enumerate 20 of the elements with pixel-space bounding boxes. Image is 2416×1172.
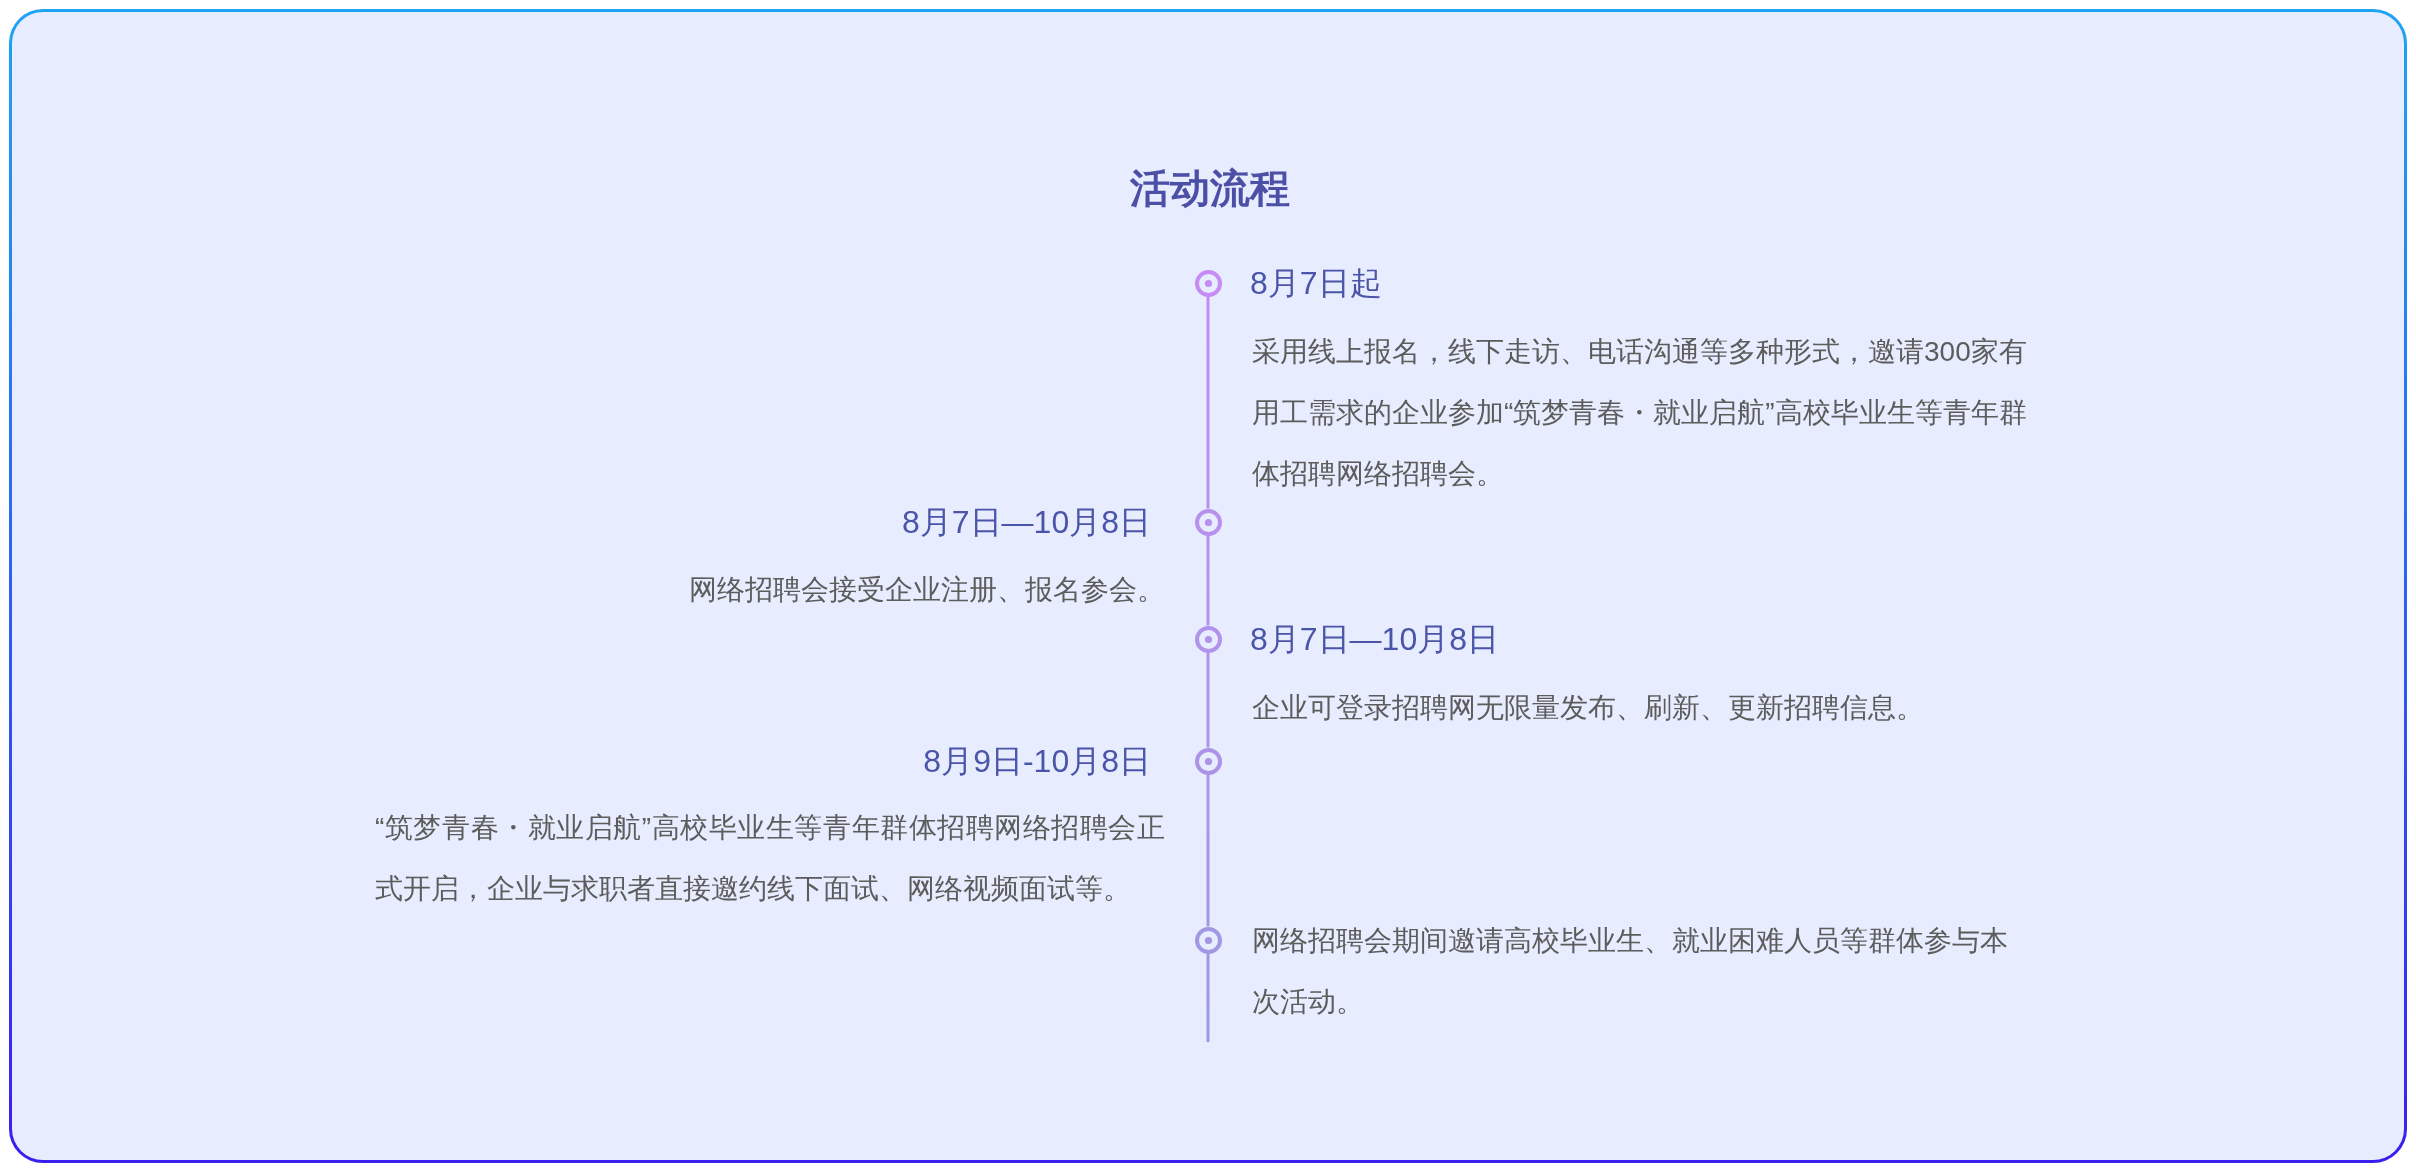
description-text: “筑梦青春・就业启航”高校毕业生等青年群体招聘网络招聘会正式开启，企业与求职者直接邀约线下面试、网络视频面试等。	[375, 810, 1165, 906]
timeline-line	[1206, 774, 1210, 927]
timeline-dot	[1194, 269, 1222, 297]
timeline-line	[1206, 296, 1210, 509]
date-label: 8月7日—10月8日	[1250, 620, 1499, 659]
timeline-dot	[1194, 508, 1222, 536]
timeline-line	[1206, 535, 1210, 626]
description-text: 网络招聘会接受企业注册、报名参会。	[688, 572, 1165, 607]
timeline-dot	[1194, 625, 1222, 653]
timeline-dot	[1194, 747, 1222, 775]
description-text: 网络招聘会期间邀请高校毕业生、就业困难人员等群体参与本次活动。	[1252, 923, 2009, 1019]
date-label: 8月9日-10月8日	[923, 742, 1151, 781]
diagram-title: 活动流程	[1129, 165, 1291, 212]
timeline-dot	[1194, 926, 1222, 954]
timeline-line	[1206, 652, 1210, 748]
date-label: 8月7日起	[1250, 264, 1382, 303]
description-text: 采用线上报名，线下走访、电话沟通等多种形式，邀请300家有用工需求的企业参加“筑梦青春・就业启航”高校毕业生等青年群体招聘网络招聘会。	[1252, 334, 2028, 491]
timeline-line	[1206, 953, 1210, 1042]
date-label: 8月7日—10月8日	[902, 503, 1151, 542]
description-text: 企业可登录招聘网无限量发布、刷新、更新招聘信息。	[1252, 690, 1925, 725]
